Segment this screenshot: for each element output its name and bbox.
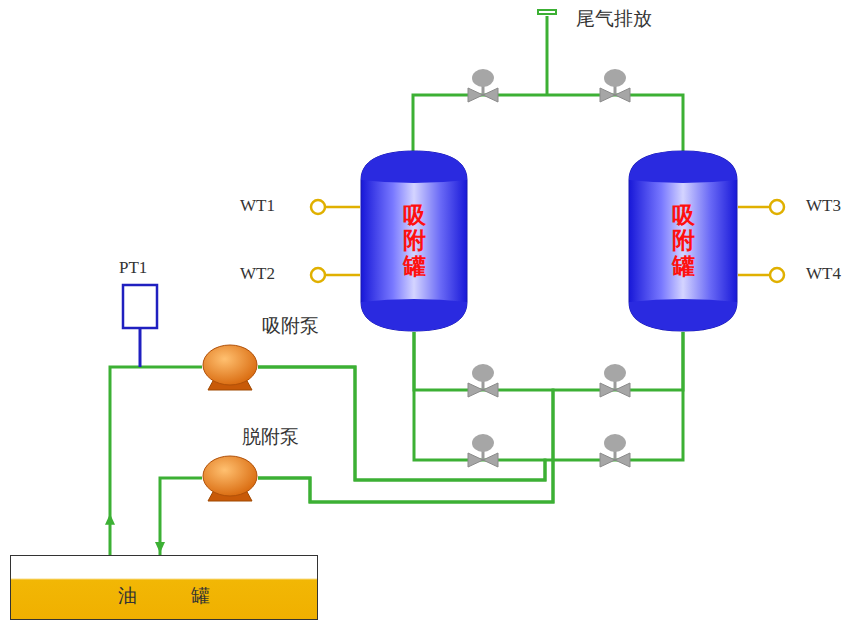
exhaust-label: 尾气排放 xyxy=(576,8,652,29)
sensor-name: WT3 xyxy=(806,197,841,216)
pump: 脱附泵 xyxy=(202,454,258,502)
tank-name: 吸附罐 xyxy=(672,203,695,279)
sensor-name: WT1 xyxy=(240,197,275,216)
pressure-sensor xyxy=(123,285,157,367)
sensor-name: PT1 xyxy=(119,259,147,278)
pump-name: 脱附泵 xyxy=(242,424,299,450)
oil-tank: 油 罐 xyxy=(10,555,318,620)
sensor-name: WT4 xyxy=(806,265,841,284)
pipe xyxy=(258,332,545,480)
pipe-line xyxy=(258,332,545,480)
arrow-head xyxy=(155,542,165,553)
pipe xyxy=(258,332,683,502)
pipe-line xyxy=(258,332,683,502)
valve xyxy=(600,364,630,397)
exhaust-pipe xyxy=(413,16,683,152)
adsorption-tank: 吸附罐 xyxy=(628,150,738,332)
pipe xyxy=(258,332,683,480)
pump: 吸附泵 xyxy=(202,343,258,391)
sensor-name: WT2 xyxy=(240,265,275,284)
pipe xyxy=(105,367,202,555)
valve xyxy=(600,434,630,467)
tank-text-wrap: 吸附罐 xyxy=(628,150,738,332)
oil-tank-name: 油 罐 xyxy=(118,583,210,609)
pump-name: 吸附泵 xyxy=(262,313,319,339)
tank-name: 吸附罐 xyxy=(403,203,426,279)
valve xyxy=(468,434,498,467)
pipe xyxy=(155,478,202,555)
valve xyxy=(468,364,498,397)
pipe-line xyxy=(110,367,202,555)
valve xyxy=(468,69,498,102)
pipe-line xyxy=(258,332,683,480)
valve xyxy=(600,69,630,102)
arrow-head xyxy=(105,514,115,525)
exhaust-outlet xyxy=(538,10,556,14)
tank-text-wrap: 吸附罐 xyxy=(360,150,468,332)
adsorption-tank: 吸附罐 xyxy=(360,150,468,332)
pipe-line xyxy=(160,478,202,555)
